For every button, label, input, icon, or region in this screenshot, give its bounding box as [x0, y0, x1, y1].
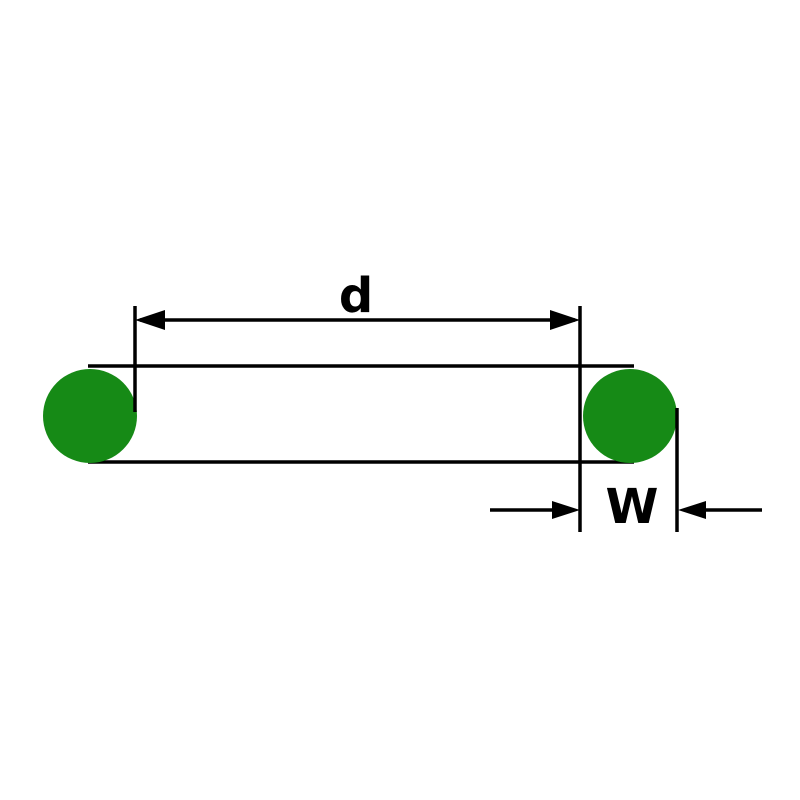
w-arrowhead-right: [678, 501, 706, 519]
w-arrowhead-left: [552, 501, 580, 519]
d-arrowhead-right: [550, 310, 580, 330]
oring-cross-section-left: [43, 369, 137, 463]
d-label: d: [339, 268, 373, 324]
oring-cross-section-right: [583, 369, 677, 463]
d-arrowhead-left: [135, 310, 165, 330]
w-label: W: [606, 479, 659, 535]
